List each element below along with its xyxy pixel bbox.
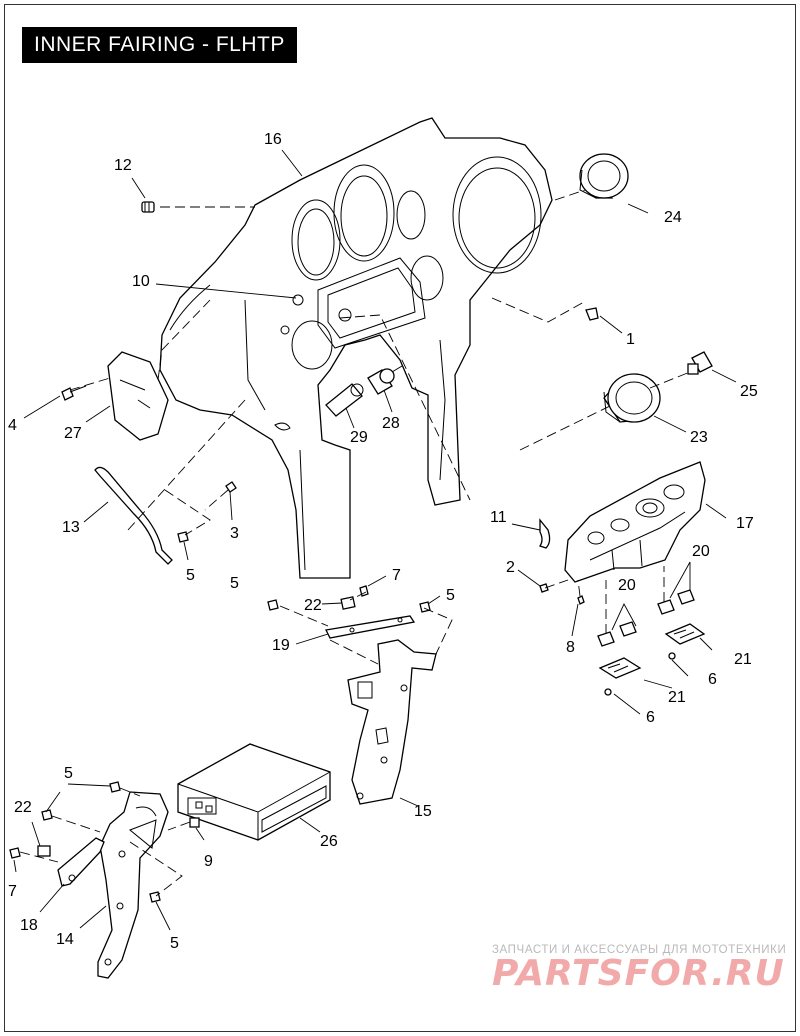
callout-15: 15 bbox=[414, 803, 432, 820]
inner-fairing-part-16 bbox=[159, 117, 553, 579]
clip-nut-part-22-upper bbox=[340, 596, 356, 610]
callout-18: 18 bbox=[20, 917, 38, 934]
callout-16: 16 bbox=[264, 131, 282, 148]
callout-5-c: 5 bbox=[446, 587, 455, 604]
callout-29: 29 bbox=[350, 429, 368, 446]
callout-14: 14 bbox=[56, 931, 74, 948]
callout-5-a: 5 bbox=[186, 567, 195, 584]
callout-17: 17 bbox=[736, 515, 754, 532]
callout-26: 26 bbox=[320, 833, 338, 850]
screw-part-9 bbox=[189, 817, 200, 828]
screw-part-3 bbox=[225, 481, 237, 493]
callout-27: 27 bbox=[64, 425, 82, 442]
callout-19: 19 bbox=[272, 637, 290, 654]
callout-10: 10 bbox=[132, 273, 150, 290]
callout-2: 2 bbox=[506, 559, 515, 576]
speaker-part-23 bbox=[603, 373, 661, 423]
screw-part-5-lower-b bbox=[41, 809, 53, 821]
screw-part-4 bbox=[61, 385, 87, 401]
callout-8: 8 bbox=[566, 639, 575, 656]
leader-lines bbox=[13, 149, 737, 931]
callout-20-a: 20 bbox=[692, 543, 710, 560]
callout-12: 12 bbox=[114, 157, 132, 174]
screw-part-6-right bbox=[668, 652, 676, 660]
screw-part-5-upper bbox=[177, 531, 189, 543]
screw-part-12 bbox=[141, 201, 155, 213]
connector-part-28 bbox=[367, 365, 403, 395]
diagram-title: INNER FAIRING - FLHTP bbox=[22, 27, 297, 63]
callout-20-b: 20 bbox=[618, 577, 636, 594]
screw-part-5-lower-c bbox=[149, 891, 161, 903]
callout-25: 25 bbox=[740, 383, 758, 400]
switch-plate-part-21-right bbox=[664, 623, 706, 645]
watermark-subtitle: ЗАПЧАСТИ И АКСЕССУАРЫ ДЛЯ МОТОТЕХНИКИ bbox=[492, 944, 787, 956]
callout-22-a: 22 bbox=[304, 597, 322, 614]
fitting-part-25 bbox=[687, 351, 713, 375]
callout-23: 23 bbox=[690, 429, 708, 446]
callout-4: 4 bbox=[8, 417, 17, 434]
callout-6-b: 6 bbox=[646, 709, 655, 726]
callout-5-e: 5 bbox=[170, 935, 179, 952]
plate-part-27 bbox=[107, 351, 169, 441]
screw-part-2 bbox=[539, 583, 549, 593]
callout-28: 28 bbox=[382, 415, 400, 432]
connector-part-29 bbox=[325, 383, 364, 417]
callout-labels: 16 12 24 10 1 25 4 27 29 28 23 13 3 11 1… bbox=[8, 131, 758, 952]
switch-plate-part-21-left bbox=[598, 657, 642, 679]
callout-5-b: 5 bbox=[230, 575, 239, 592]
clip-part-11 bbox=[538, 518, 551, 549]
clip-nut-part-22-lower bbox=[37, 845, 51, 857]
screw-part-7-lower bbox=[9, 847, 21, 859]
bracket-part-18 bbox=[57, 837, 105, 887]
switch-part-20-right bbox=[657, 589, 695, 615]
screw-part-5-lower-a bbox=[109, 781, 121, 793]
callout-6-a: 6 bbox=[708, 671, 717, 688]
switch-panel-part-17 bbox=[564, 461, 706, 583]
callout-21-a: 21 bbox=[734, 651, 752, 668]
callout-13: 13 bbox=[62, 519, 80, 536]
screw-part-6-left bbox=[604, 688, 612, 696]
explosion-lines bbox=[19, 189, 691, 897]
callout-1: 1 bbox=[626, 331, 635, 348]
speaker-part-24 bbox=[579, 153, 629, 199]
callout-21-b: 21 bbox=[668, 689, 686, 706]
callout-22-b: 22 bbox=[14, 799, 32, 816]
screw-part-8 bbox=[577, 595, 585, 605]
callout-7-a: 7 bbox=[392, 567, 401, 584]
callout-3: 3 bbox=[230, 525, 239, 542]
diagram-frame bbox=[4, 4, 796, 1032]
watermark-logo: PARTSFOR.RU bbox=[492, 953, 785, 994]
callout-7-b: 7 bbox=[8, 883, 17, 900]
bracket-part-19 bbox=[325, 615, 416, 639]
push-pin-part-1 bbox=[585, 307, 599, 321]
switch-part-20-left bbox=[597, 621, 637, 647]
callout-9: 9 bbox=[204, 853, 213, 870]
screw-part-5-mid-left bbox=[267, 599, 279, 611]
callout-11: 11 bbox=[490, 509, 507, 526]
bracket-part-15 bbox=[347, 639, 437, 805]
callout-5-d: 5 bbox=[64, 765, 73, 782]
bracket-part-14 bbox=[97, 791, 169, 979]
seal-strip-part-13 bbox=[94, 466, 173, 565]
callout-24: 24 bbox=[664, 209, 682, 226]
module-box-part-26 bbox=[177, 743, 331, 841]
